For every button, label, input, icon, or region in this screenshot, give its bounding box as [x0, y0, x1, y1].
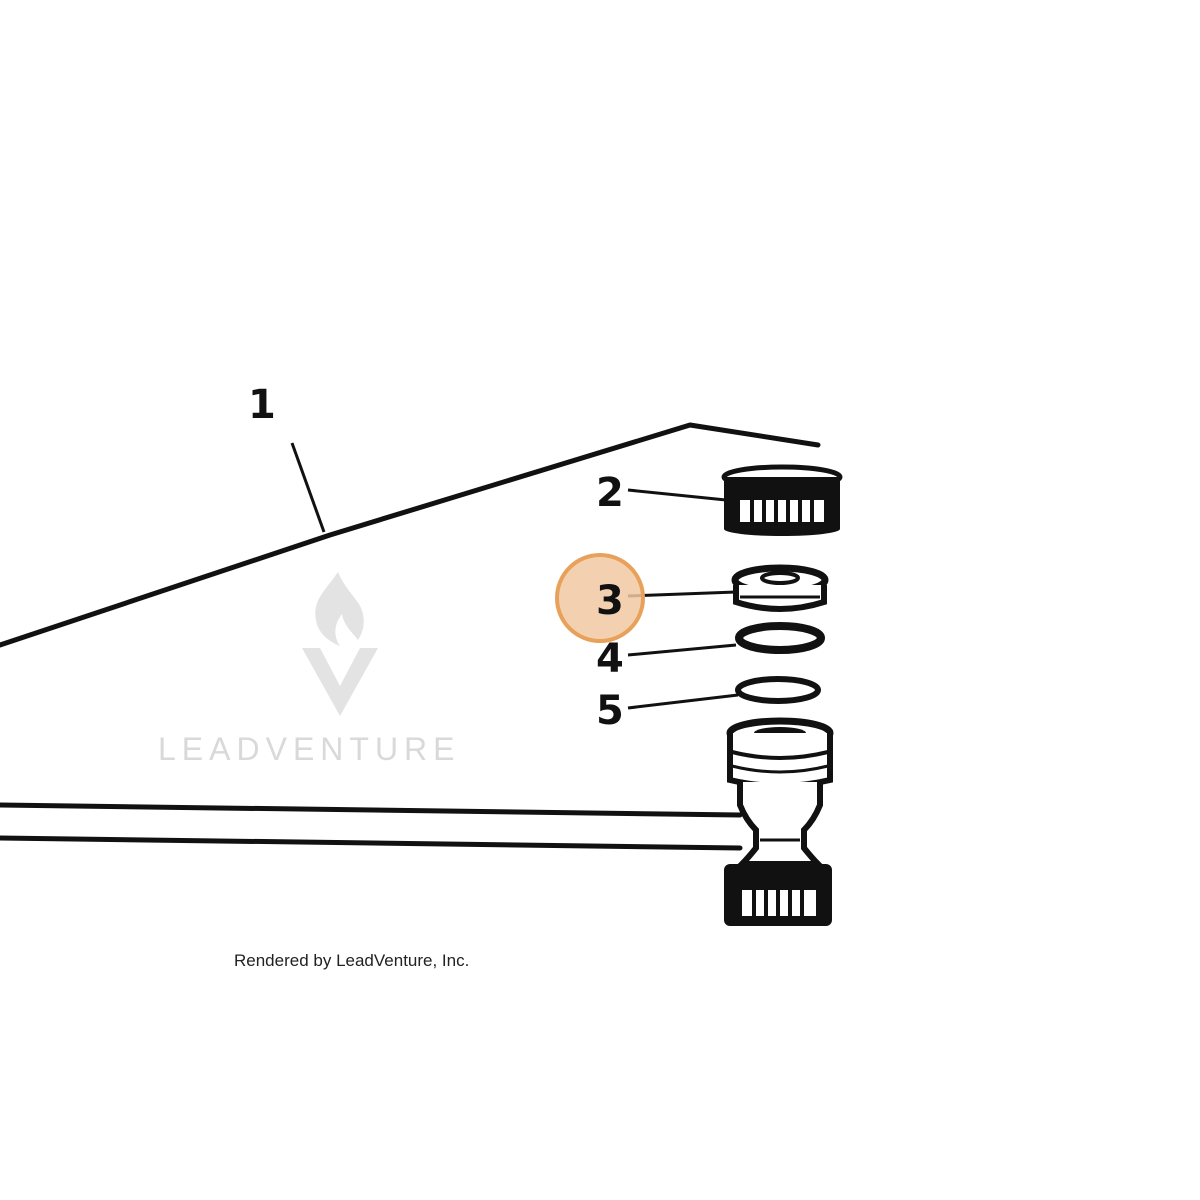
part-1-frame: [0, 422, 821, 851]
part-4-ring: [735, 622, 825, 654]
watermark-text: LEADVENTURE: [158, 731, 461, 767]
flame-icon: [315, 572, 364, 646]
part-5-washer: [735, 676, 821, 704]
leader-lines: [290, 442, 739, 710]
leader-2: [627, 488, 727, 502]
watermark-logo: [302, 572, 378, 716]
part-2-bearing: [721, 464, 843, 536]
v-mark-icon: [302, 648, 378, 716]
callout-2[interactable]: 2: [596, 470, 624, 516]
callout-5[interactable]: 5: [596, 688, 624, 734]
leader-5: [627, 693, 739, 710]
highlight-marker[interactable]: [555, 553, 645, 643]
render-caption: Rendered by LeadVenture, Inc.: [234, 951, 469, 970]
leader-1: [290, 442, 326, 533]
callout-1[interactable]: 1: [248, 382, 276, 428]
callout-3[interactable]: 3: [596, 578, 624, 624]
leader-3: [627, 590, 737, 598]
spindle-assembly: [724, 717, 834, 926]
callout-4[interactable]: 4: [596, 636, 624, 682]
part-3-seal: [731, 564, 829, 612]
leader-4: [627, 643, 737, 657]
